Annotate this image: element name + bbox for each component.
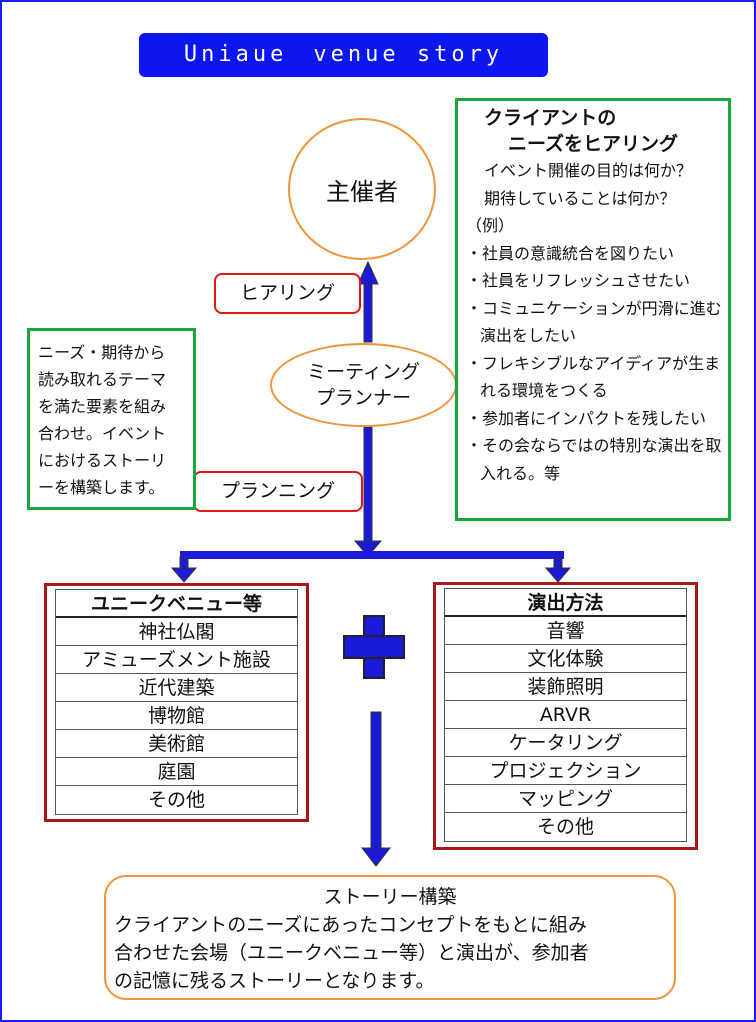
presentation-item: 装飾照明	[445, 673, 686, 701]
story-text-line: 合わせた会場（ユニークベニュー等）と演出が、参加者	[114, 942, 589, 964]
example-label: （例）	[466, 216, 515, 235]
unique-venue-item: 神社仏閣	[56, 618, 297, 646]
unique-venue-item: 博物館	[56, 702, 297, 730]
presentation-item: 音響	[445, 617, 686, 645]
arrow-head-story	[360, 847, 392, 867]
client-need-item: ・その会ならではの特別な演出を取入れる。等	[466, 436, 722, 483]
unique-venue-table: ユニークベニュー等 神社仏閣 アミューズメント施設 近代建築 博物館 美術館 庭…	[44, 583, 309, 822]
client-needs-heading: ニーズをヒアリング	[508, 133, 679, 155]
planner-label-line1: ミーティング	[307, 361, 420, 383]
presentation-item: 文化体験	[445, 645, 686, 673]
client-question: イベント開催の目的は何か？	[484, 161, 693, 180]
client-need-item: ・フレキシブルなアイディアが生まれる環境をつくる	[466, 353, 721, 401]
arrow-head-right	[544, 567, 572, 583]
arrow-head-left	[170, 567, 198, 583]
client-needs-heading: クライアントの	[484, 107, 617, 129]
planner-label-line2: プランナー	[315, 387, 411, 409]
hearing-label: ヒアリング	[214, 273, 361, 314]
presentation-item: マッピング	[445, 785, 686, 813]
page-title: Uniaue venue story	[139, 33, 548, 77]
presentation-item: ケータリング	[445, 729, 686, 757]
presentation-table: 演出方法 音響 文化体験 装飾照明 ARVR ケータリング プロジェクション マ…	[433, 582, 698, 850]
presentation-header: 演出方法	[445, 589, 686, 617]
unique-venue-item: アミューズメント施設	[56, 646, 297, 674]
presentation-item: プロジェクション	[445, 757, 686, 785]
unique-venue-item: 美術館	[56, 730, 297, 758]
presentation-item: その他	[536, 816, 594, 838]
needs-note-line: におけるストーリ	[38, 451, 167, 470]
arrow-shaft-up	[363, 281, 373, 343]
story-text-line: の記憶に残るストーリーとなります。	[114, 970, 435, 992]
planning-label: プランニング	[193, 471, 363, 512]
unique-venue-item: 近代建築	[56, 674, 297, 702]
presentation-item: ARVR	[445, 701, 686, 729]
client-question: 期待していることは何か？	[484, 188, 676, 208]
planner-node: ミーティング プランナー	[270, 343, 457, 427]
client-need-item: ・社員の意識統合を図りたい	[466, 243, 675, 263]
organizer-label: 主催者	[326, 177, 398, 206]
client-needs-box: クライアントの ニーズをヒアリング イベント開催の目的は何か？ 期待していること…	[455, 98, 731, 521]
story-box: ストーリー構築 クライアントのニーズにあったコンセプトをもとに組み 合わせた会場…	[104, 875, 676, 1000]
arrow-head-down-center	[353, 540, 383, 557]
client-need-item: ・社員をリフレッシュさせたい	[466, 271, 691, 290]
needs-note-line: ニーズ・期待から	[38, 343, 166, 362]
needs-note-line: ーを構築します。	[38, 478, 165, 497]
needs-note-line: 合わせ。イベント	[38, 424, 167, 443]
arrow-crossbar	[180, 551, 564, 559]
story-text-line: クライアントのニーズにあったコンセプトをもとに組み	[114, 914, 587, 936]
needs-note-line: 読み取れるテーマ	[38, 370, 167, 389]
organizer-node: 主催者	[288, 118, 436, 260]
unique-venue-item: その他	[147, 789, 205, 811]
unique-venue-header: ユニークベニュー等	[56, 590, 297, 618]
needs-note-line: を満た要素を組み	[38, 397, 167, 416]
client-need-item: ・参加者にインパクトを残したい	[466, 408, 707, 428]
unique-venue-item: 庭園	[56, 758, 297, 786]
client-need-item: ・コミュニケーションが円滑に進む演出をしたい	[466, 298, 722, 346]
needs-note-box: ニーズ・期待から 読み取れるテーマ を満た要素を組み 合わせ。イベント における…	[27, 328, 196, 510]
arrow-head-up	[357, 260, 379, 285]
arrow-shaft-story	[370, 711, 382, 853]
plus-icon	[343, 615, 405, 679]
arrow-shaft-down	[363, 426, 373, 548]
story-title: ストーリー構築	[323, 886, 457, 908]
